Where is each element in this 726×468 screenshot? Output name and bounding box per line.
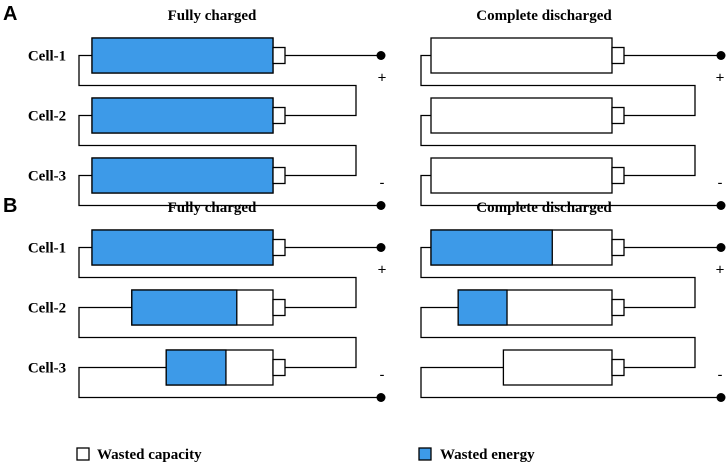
battery-tip (611, 358, 625, 377)
battery-cell: Cell-3 (28, 157, 286, 194)
panel-letter: A (3, 3, 17, 25)
panel-letter: B (3, 195, 17, 217)
battery-tip (272, 358, 286, 377)
battery-cell: Cell-1 (28, 37, 286, 74)
battery-body (430, 37, 613, 74)
battery-tip (272, 46, 286, 65)
negative-sign: - (718, 175, 723, 192)
positive-terminal (376, 51, 386, 60)
battery-tip (611, 166, 625, 185)
circuit-wire (78, 54, 381, 207)
column-heading: Fully charged (168, 200, 257, 216)
column-heading: Complete discharged (476, 200, 612, 216)
battery-tip (272, 166, 286, 185)
legend-energy-swatch (418, 447, 432, 461)
column-heading: Complete discharged (476, 8, 612, 24)
energy-fill (91, 97, 274, 134)
battery-cell (430, 157, 625, 194)
negative-terminal (376, 393, 386, 402)
legend: Wasted capacity Wasted energy (76, 447, 535, 463)
column-heading: Fully charged (168, 8, 257, 24)
energy-fill (131, 289, 238, 326)
battery-cell (502, 349, 625, 386)
battery-tip (611, 46, 625, 65)
negative-sign: - (380, 367, 385, 384)
legend-energy-label: Wasted energy (440, 447, 535, 463)
energy-fill (91, 157, 274, 194)
battery-cell (430, 37, 625, 74)
energy-fill (430, 229, 553, 266)
positive-terminal (716, 243, 726, 252)
negative-terminal (716, 201, 726, 210)
positive-terminal (716, 51, 726, 60)
battery-tip (272, 238, 286, 257)
column-discharged: Complete discharged + - (420, 8, 726, 210)
energy-fill (91, 37, 274, 74)
negative-terminal (716, 393, 726, 402)
positive-sign: + (716, 262, 725, 279)
cell-label: Cell-3 (28, 169, 66, 185)
legend-capacity-swatch (76, 447, 90, 461)
positive-sign: + (378, 70, 387, 87)
battery-body (502, 349, 613, 386)
battery-cell: Cell-2 (28, 289, 286, 326)
positive-sign: + (378, 262, 387, 279)
battery-body (430, 157, 613, 194)
circuit-wire (78, 246, 381, 399)
column-discharged: Complete discharged + - (420, 200, 726, 402)
circuit-wire (420, 246, 721, 399)
battery-tip (611, 238, 625, 257)
battery-tip (272, 298, 286, 317)
negative-sign: - (380, 175, 385, 192)
cell-label: Cell-1 (28, 241, 66, 257)
battery-cell (430, 97, 625, 134)
legend-capacity-label: Wasted capacity (97, 447, 202, 463)
battery-cell (457, 289, 625, 326)
cell-label: Cell-2 (28, 301, 66, 317)
energy-fill (91, 229, 274, 266)
battery-tip (611, 106, 625, 125)
cell-label: Cell-1 (28, 49, 66, 65)
energy-fill (457, 289, 508, 326)
negative-terminal (376, 201, 386, 210)
battery-cell: Cell-1 (28, 229, 286, 266)
energy-fill (165, 349, 227, 386)
circuit-wire (420, 54, 721, 207)
battery-tip (611, 298, 625, 317)
cell-label: Cell-2 (28, 109, 66, 125)
battery-cell: Cell-2 (28, 97, 286, 134)
negative-sign: - (718, 367, 723, 384)
positive-sign: + (716, 70, 725, 87)
battery-tip (272, 106, 286, 125)
battery-body (430, 97, 613, 134)
cell-label: Cell-3 (28, 361, 66, 377)
positive-terminal (376, 243, 386, 252)
battery-cell (430, 229, 625, 266)
